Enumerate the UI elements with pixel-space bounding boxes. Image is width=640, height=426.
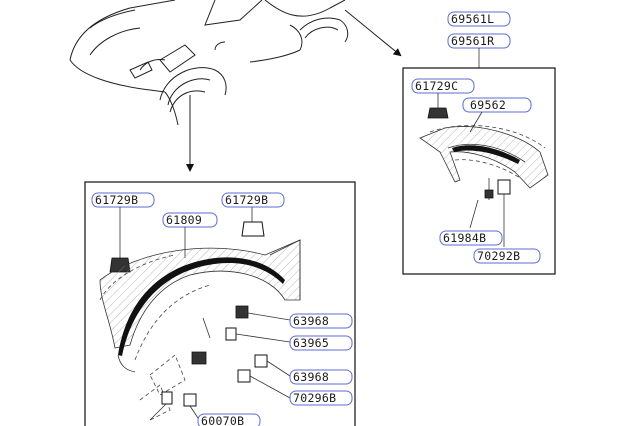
vehicle-outline bbox=[69, 0, 349, 126]
rear-detail-frame bbox=[402, 67, 556, 275]
label-61729B-left: 61729B bbox=[95, 193, 138, 207]
clip-61729C-icon bbox=[427, 107, 449, 119]
front-mudguard-icon bbox=[99, 239, 301, 421]
callout-60070B bbox=[197, 413, 261, 426]
callout-70292B bbox=[473, 248, 541, 264]
callout-63968-top bbox=[289, 313, 353, 329]
top-right-part-labels: 69561L 69561R bbox=[447, 11, 511, 68]
callout-63968-bottom bbox=[289, 369, 353, 385]
label-61984B: 61984B bbox=[443, 231, 486, 245]
callout-61729B-left bbox=[91, 192, 155, 208]
label-69561L: 69561L bbox=[451, 12, 494, 26]
callout-69561L bbox=[447, 11, 511, 27]
callout-70296B bbox=[289, 390, 353, 406]
label-63968-bottom: 63968 bbox=[293, 370, 329, 384]
label-69561R: 69561R bbox=[451, 34, 494, 48]
rear-mudguard-panel: 61729C 69562 61984B 70292B bbox=[402, 67, 556, 275]
nut-70292B-icon bbox=[497, 179, 511, 195]
label-63965: 63965 bbox=[293, 336, 329, 350]
front-detail-frame bbox=[84, 181, 356, 426]
screw-bottom-left-icon bbox=[161, 391, 173, 405]
callout-61809 bbox=[162, 212, 218, 228]
clip-center-icon bbox=[191, 351, 207, 365]
label-60070B: 60070B bbox=[201, 414, 244, 426]
callout-63965 bbox=[289, 335, 353, 351]
label-70292B: 70292B bbox=[477, 249, 520, 263]
clip-63968-lower-icon bbox=[254, 354, 268, 368]
callout-61984B bbox=[439, 230, 503, 246]
rear-mudguard-icon bbox=[419, 125, 549, 189]
label-63968-top: 63968 bbox=[293, 314, 329, 328]
label-69562: 69562 bbox=[470, 98, 506, 112]
label-61729B-right: 61729B bbox=[225, 193, 268, 207]
label-70296B: 70296B bbox=[293, 391, 336, 405]
callout-69562 bbox=[462, 97, 532, 113]
clip-63968-bottom-icon bbox=[237, 369, 251, 383]
screw-bottom-center-icon bbox=[183, 393, 197, 407]
clip-61729B-right-icon bbox=[241, 221, 265, 237]
label-61729C: 61729C bbox=[415, 79, 458, 93]
screw-61984B-icon bbox=[484, 189, 494, 199]
screw-63965-icon bbox=[225, 327, 237, 341]
callout-61729B-right bbox=[221, 192, 285, 208]
clip-63968-top-icon bbox=[235, 305, 249, 319]
callout-61729C bbox=[411, 78, 475, 94]
arrow-to-rear-detail bbox=[344, 9, 402, 57]
label-61809: 61809 bbox=[166, 213, 202, 227]
front-mudguard-panel: 61729B 61729B 61809 63968 bbox=[84, 181, 356, 426]
